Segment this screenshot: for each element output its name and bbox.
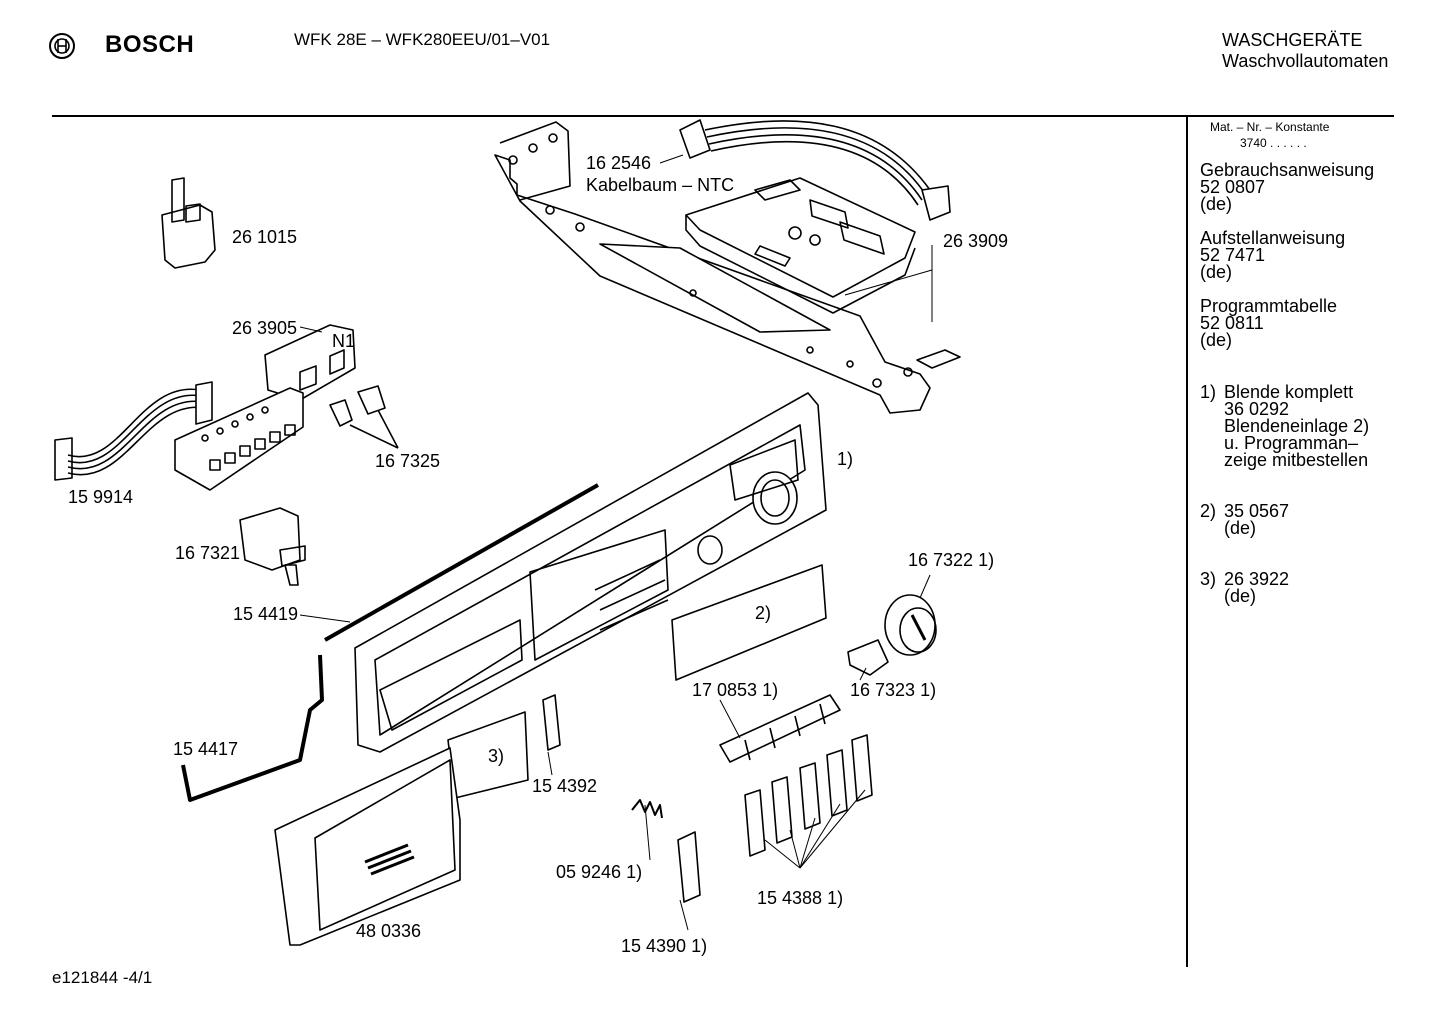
pressure-switch bbox=[161, 177, 216, 269]
category-label: WASCHGERÄTE bbox=[1222, 30, 1363, 50]
doc-number: 52 0811 bbox=[1200, 313, 1264, 333]
spring bbox=[631, 799, 663, 819]
note-index: 3) bbox=[1200, 569, 1217, 589]
note-line: Blende komplett bbox=[1224, 382, 1354, 402]
part-number: 16 2546 bbox=[586, 153, 652, 173]
push-keys bbox=[744, 734, 873, 857]
doc-number: 52 7471 bbox=[1200, 245, 1266, 265]
knob-insert bbox=[847, 639, 889, 676]
part-number: 15 4390 1) bbox=[621, 936, 708, 956]
drawing-code: e121844 -4/1 bbox=[52, 968, 153, 987]
sidebar-divider bbox=[1186, 115, 1188, 967]
doc-title: Gebrauchsanweisung bbox=[1200, 160, 1375, 180]
ribbon-cable bbox=[54, 381, 213, 481]
bosch-logo-icon bbox=[48, 32, 76, 65]
part-number: 26 1015 bbox=[232, 227, 298, 247]
pcb-n1 bbox=[264, 324, 356, 401]
leader-lines bbox=[299, 154, 933, 931]
note-line: u. Programman– bbox=[1224, 433, 1359, 453]
note-line: Blendeneinlage 2) bbox=[1224, 416, 1370, 436]
brand-name: BOSCH bbox=[105, 31, 195, 58]
note-line: 36 0292 bbox=[1224, 399, 1290, 419]
footnote-marker: 3) bbox=[488, 746, 505, 766]
doc-lang: (de) bbox=[1200, 194, 1233, 214]
part-description: Kabelbaum – NTC bbox=[586, 175, 735, 195]
part-number: 16 7325 bbox=[375, 451, 441, 471]
mounting-bracket bbox=[494, 121, 961, 414]
fascia-panel bbox=[354, 392, 827, 753]
footnote-marker: 1) bbox=[837, 449, 854, 469]
model-title: WFK 28E – WFK280EEU/01–V01 bbox=[294, 30, 551, 49]
program-insert bbox=[671, 564, 827, 681]
note-line: (de) bbox=[1224, 518, 1257, 538]
part-number: 16 7321 bbox=[175, 543, 241, 563]
part-number: 16 7323 1) bbox=[850, 680, 937, 700]
doc-title: Aufstellanweisung bbox=[1200, 228, 1346, 248]
matnr-value: 3740 . . . . . . bbox=[1240, 136, 1307, 150]
note-index: 2) bbox=[1200, 501, 1217, 521]
doc-lang: (de) bbox=[1200, 262, 1233, 282]
clip-15-4392 bbox=[542, 694, 561, 751]
part-number: 26 3905 bbox=[232, 318, 298, 338]
part-number: 16 7322 1) bbox=[908, 550, 995, 570]
note-line: 26 3922 bbox=[1224, 569, 1290, 589]
control-board bbox=[685, 177, 916, 314]
part-number: 26 3909 bbox=[943, 231, 1009, 251]
program-knob bbox=[884, 594, 937, 656]
header-divider bbox=[52, 115, 1394, 117]
doc-title: Programmtabelle bbox=[1200, 296, 1338, 316]
note-line: 35 0567 bbox=[1224, 501, 1290, 521]
part-number: 15 9914 bbox=[68, 487, 134, 507]
part-number: 48 0336 bbox=[356, 921, 422, 941]
rod bbox=[181, 654, 324, 802]
keypad-board bbox=[174, 387, 304, 491]
note-index: 1) bbox=[1200, 382, 1217, 402]
part-number: 17 0853 1) bbox=[692, 680, 779, 700]
part-number: 15 4419 bbox=[233, 604, 299, 624]
cable-harness bbox=[679, 119, 951, 221]
key-frame bbox=[719, 694, 841, 763]
subcategory-label: Waschvollautomaten bbox=[1222, 51, 1389, 71]
doc-lang: (de) bbox=[1200, 330, 1233, 350]
part-marker: N1 bbox=[332, 331, 356, 351]
part-number: 15 4392 bbox=[532, 776, 598, 796]
part-number: 15 4388 1) bbox=[757, 888, 844, 908]
exploded-diagram bbox=[54, 119, 961, 946]
lever-15-4390 bbox=[677, 831, 701, 903]
part-number: 05 9246 1) bbox=[556, 862, 643, 882]
doc-number: 52 0807 bbox=[1200, 177, 1266, 197]
footnote-marker: 2) bbox=[755, 603, 772, 623]
detergent-drawer bbox=[274, 747, 461, 946]
switch-module bbox=[239, 507, 306, 586]
button-caps bbox=[329, 385, 399, 449]
part-number: 15 4417 bbox=[173, 739, 239, 759]
note-line: zeige mitbestellen bbox=[1224, 450, 1369, 470]
matnr-label: Mat. – Nr. – Konstante bbox=[1210, 120, 1330, 134]
note-line: (de) bbox=[1224, 586, 1257, 606]
seal-strip bbox=[299, 483, 599, 642]
